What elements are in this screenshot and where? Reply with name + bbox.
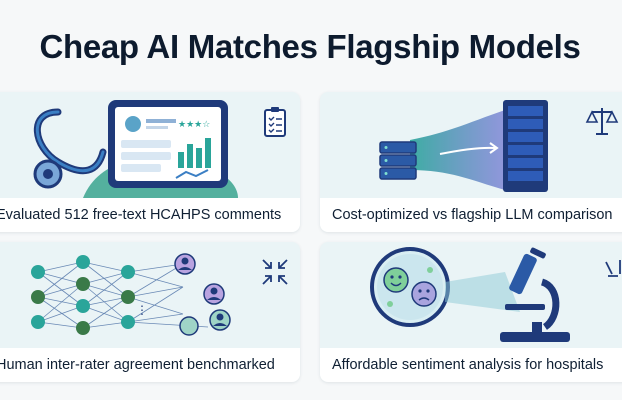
card-caption: Evaluated 512 free-text HCAHPS comments	[0, 198, 300, 232]
light-beam	[445, 272, 520, 312]
card-caption: Cost-optimized vs flagship LLM compariso…	[320, 198, 622, 232]
microscope-icon	[500, 247, 570, 342]
server-tower-icon	[503, 100, 548, 192]
card2-illustration	[379, 100, 619, 192]
svg-text:⋮: ⋮	[136, 303, 148, 317]
stethoscope-icon	[33, 108, 107, 189]
card-hcahps-comments: ★★★☆ Evaluated 512 free-text HCAHPS comm…	[0, 92, 300, 232]
card-caption: Affordable sentiment analysis for hospit…	[320, 348, 622, 382]
card3-illustration: ⋮	[31, 253, 288, 336]
card-sentiment-analysis: Affordable sentiment analysis for hospit…	[320, 242, 622, 382]
people-avatars-icon	[174, 253, 231, 336]
svg-text:★★★☆: ★★★☆	[178, 120, 210, 130]
arrows-inward-icon	[262, 259, 288, 285]
emoji-faces-icon	[370, 247, 450, 327]
server-stack-icon	[379, 141, 417, 180]
card4-illustration	[370, 247, 621, 342]
tablet-dashboard-icon: ★★★☆	[108, 100, 228, 188]
page-title: Cheap AI Matches Flagship Models	[39, 28, 581, 65]
card1-illustration: ★★★☆	[33, 100, 286, 198]
neural-network-icon	[37, 261, 209, 329]
lab-icon	[605, 260, 621, 277]
card-caption: Human inter-rater agreement benchmarked	[0, 348, 300, 382]
card-inter-rater: ⋮ Human inter-rater agreement benchmarke…	[0, 242, 300, 382]
balance-scale-icon	[585, 108, 619, 135]
clipboard-checklist-icon	[264, 107, 286, 137]
card-llm-comparison: Cost-optimized vs flagship LLM compariso…	[320, 92, 622, 232]
